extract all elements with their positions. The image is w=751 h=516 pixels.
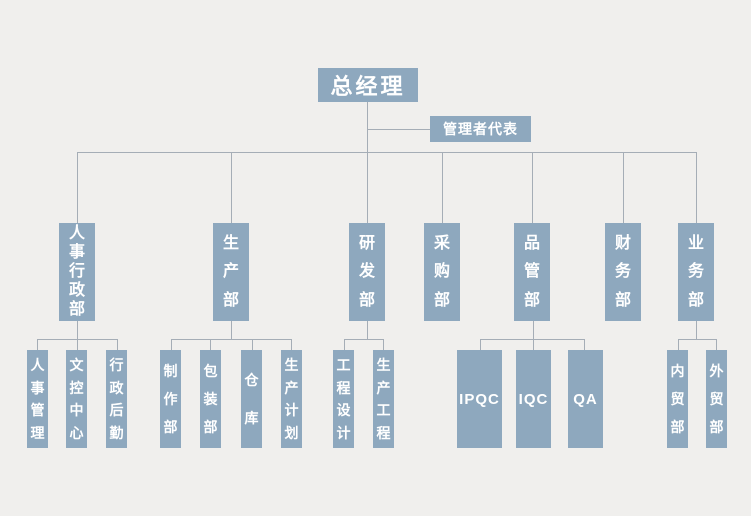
org-node-production-engineering: 生产工程 bbox=[373, 350, 394, 448]
connector-line bbox=[77, 152, 697, 153]
connector-line bbox=[696, 321, 697, 339]
connector-line bbox=[117, 339, 118, 350]
connector-line bbox=[696, 152, 697, 223]
connector-line bbox=[291, 339, 292, 350]
org-node-production-planning: 生产计划 bbox=[281, 350, 302, 448]
connector-line bbox=[171, 339, 292, 340]
org-node-purchasing-dept: 采购部 bbox=[424, 223, 460, 321]
connector-line bbox=[77, 321, 78, 339]
connector-line bbox=[480, 339, 481, 350]
org-node-doc-control-center: 文控中心 bbox=[66, 350, 87, 448]
org-node-business-dept: 业务部 bbox=[678, 223, 714, 321]
connector-line bbox=[442, 152, 443, 223]
connector-line bbox=[533, 321, 534, 339]
org-node-iqc: IQC bbox=[516, 350, 551, 448]
connector-line bbox=[533, 339, 534, 350]
connector-line bbox=[252, 339, 253, 350]
org-node-management-representative: 管理者代表 bbox=[430, 116, 531, 142]
org-node-fabrication-dept: 制作部 bbox=[160, 350, 181, 448]
connector-line bbox=[532, 152, 533, 223]
org-node-warehouse: 仓库 bbox=[241, 350, 262, 448]
connector-line bbox=[623, 152, 624, 223]
org-node-production-dept: 生产部 bbox=[213, 223, 249, 321]
connector-line bbox=[210, 339, 211, 350]
connector-line bbox=[344, 339, 345, 350]
org-node-hr-management: 人事管理 bbox=[27, 350, 48, 448]
connector-line bbox=[716, 339, 717, 350]
org-node-general-manager: 总经理 bbox=[318, 68, 418, 102]
connector-line bbox=[367, 102, 368, 223]
connector-line bbox=[37, 339, 38, 350]
connector-line bbox=[367, 129, 430, 130]
connector-line bbox=[231, 321, 232, 339]
org-node-finance-dept: 财务部 bbox=[605, 223, 641, 321]
connector-line bbox=[367, 321, 368, 339]
org-node-foreign-trade-dept: 外贸部 bbox=[706, 350, 727, 448]
org-node-rnd-dept: 研发部 bbox=[349, 223, 385, 321]
org-node-qc-dept: 品管部 bbox=[514, 223, 550, 321]
org-node-engineering-design: 工程设计 bbox=[333, 350, 354, 448]
connector-line bbox=[383, 339, 384, 350]
org-node-ipqc: IPQC bbox=[457, 350, 502, 448]
org-node-domestic-trade-dept: 内贸部 bbox=[667, 350, 688, 448]
connector-line bbox=[77, 339, 78, 350]
connector-line bbox=[584, 339, 585, 350]
connector-line bbox=[77, 152, 78, 223]
connector-line bbox=[171, 339, 172, 350]
connector-line bbox=[678, 339, 716, 340]
org-node-admin-logistics: 行政后勤 bbox=[106, 350, 127, 448]
connector-line bbox=[480, 339, 584, 340]
connector-line bbox=[678, 339, 679, 350]
org-node-hr-admin-dept: 人事行政部 bbox=[59, 223, 95, 321]
connector-line bbox=[344, 339, 384, 340]
org-node-packaging-dept: 包装部 bbox=[200, 350, 221, 448]
org-node-qa: QA bbox=[568, 350, 603, 448]
connector-line bbox=[231, 152, 232, 223]
